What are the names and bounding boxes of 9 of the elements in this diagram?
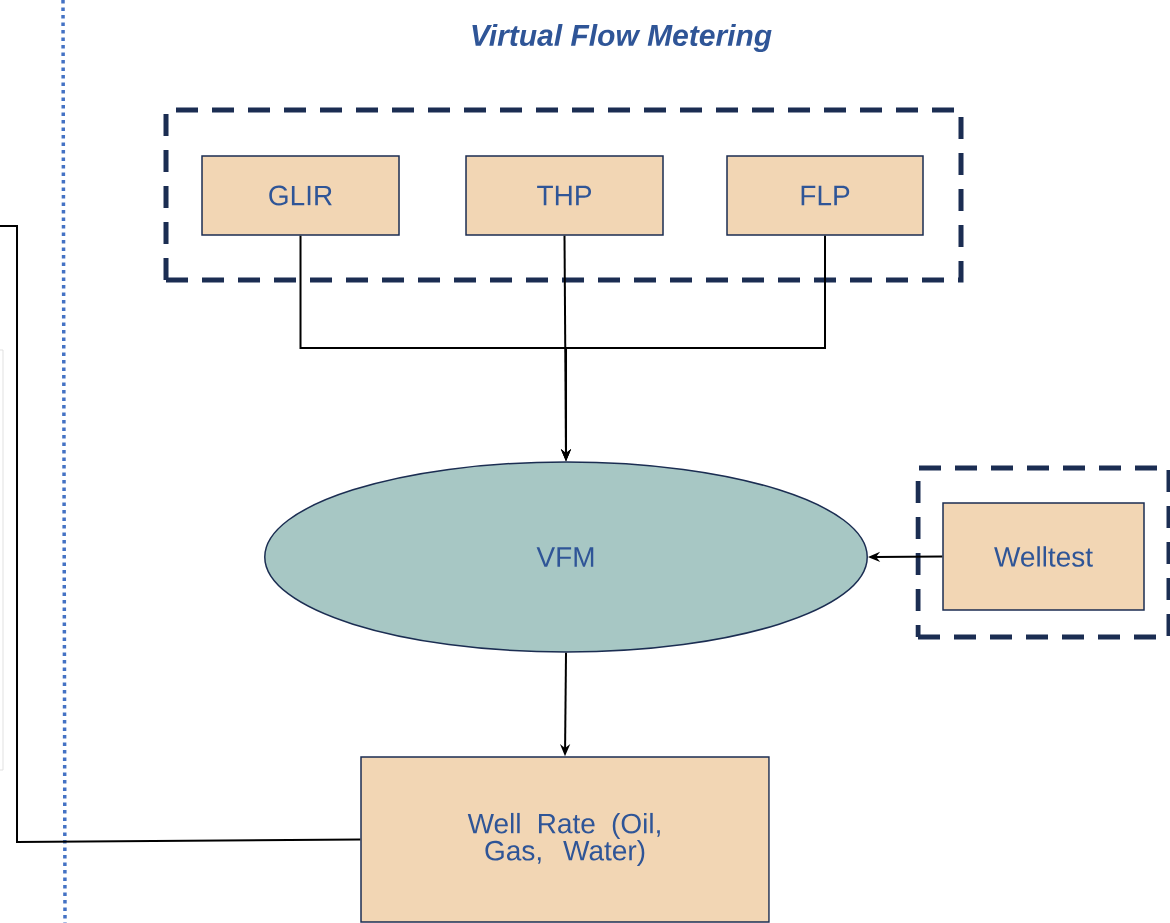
process-box: FLP — [726, 155, 924, 236]
process-box: Welltest — [942, 502, 1145, 611]
dashed-group-frame — [163, 107, 964, 283]
process-box: GLIR — [201, 155, 400, 236]
title: Virtual Flow Metering — [472, 24, 772, 52]
dashed-group-frame — [915, 465, 1170, 640]
process-box: Well Rate (Oil, Gas, Water) — [360, 756, 770, 923]
ellipse-node: VFM — [264, 461, 868, 653]
process-box: THP — [465, 155, 664, 236]
